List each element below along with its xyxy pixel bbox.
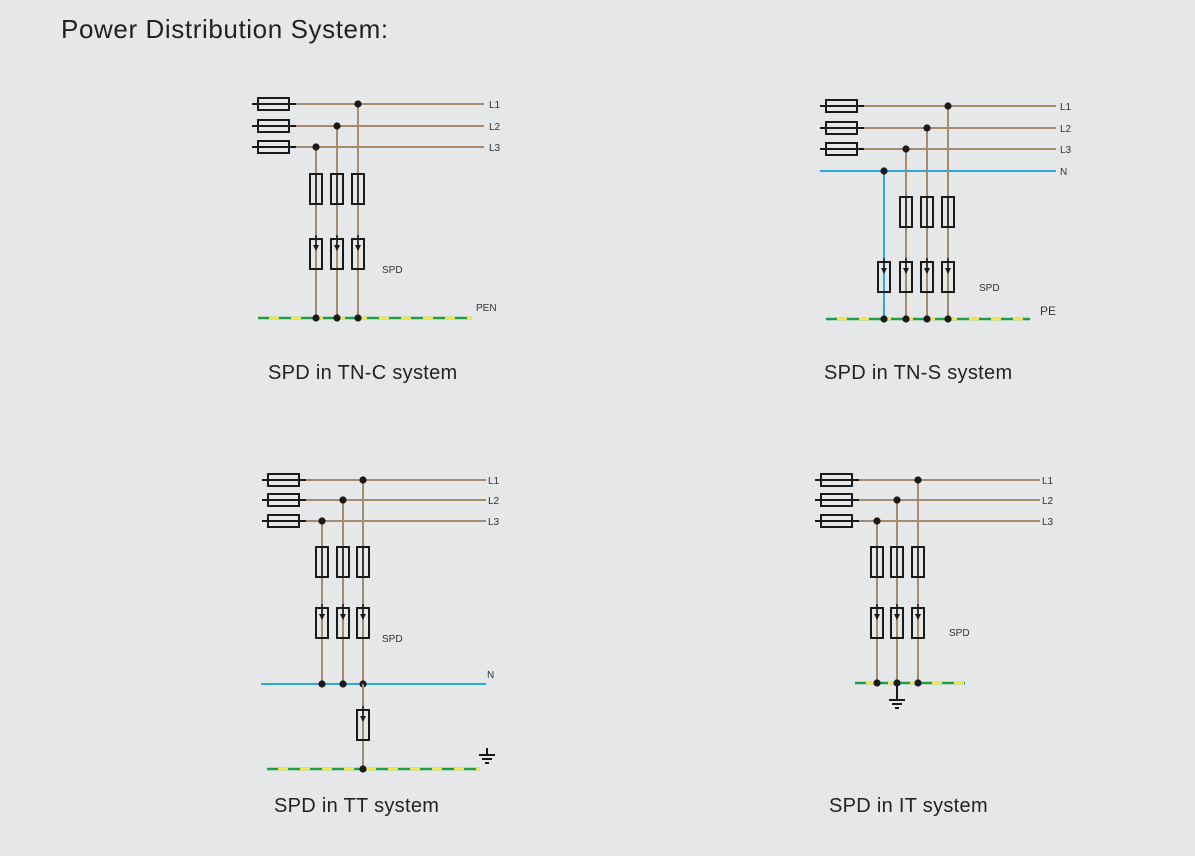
- spd-label: SPD: [382, 265, 403, 276]
- spd-label: SPD: [382, 634, 403, 645]
- junction-dot: [880, 315, 888, 323]
- caption-it: SPD in IT system: [829, 795, 988, 817]
- fuse-icon: [267, 473, 300, 487]
- junction-dot: [902, 315, 910, 323]
- spd-arrow-icon: [360, 614, 366, 620]
- junction-dot: [944, 102, 952, 110]
- junction-dot: [359, 765, 367, 773]
- fuse-icon: [820, 514, 853, 528]
- phase-label: L2: [1060, 124, 1072, 135]
- caption-tn-c: SPD in TN-C system: [268, 362, 458, 384]
- fuse-icon: [825, 99, 858, 113]
- spd-arrow-icon: [903, 268, 909, 274]
- spd-arrow-icon: [894, 614, 900, 620]
- spd-arrow-icon: [915, 614, 921, 620]
- spd-arrow-icon: [313, 245, 319, 251]
- junction-dot: [354, 314, 362, 322]
- junction-dot: [333, 122, 341, 130]
- caption-tt: SPD in TT system: [274, 795, 440, 817]
- junction-dot: [944, 315, 952, 323]
- phase-label: L3: [488, 517, 500, 528]
- fuse-icon: [267, 493, 300, 507]
- spd-arrow-icon: [355, 245, 361, 251]
- junction-dot: [354, 100, 362, 108]
- junction-dot: [923, 124, 931, 132]
- neutral-label: N: [1060, 167, 1067, 178]
- spd-arrow-icon: [924, 268, 930, 274]
- spd-label: SPD: [949, 628, 970, 639]
- spd-arrow-icon: [319, 614, 325, 620]
- junction-dot: [902, 145, 910, 153]
- spd-label: SPD: [979, 283, 1000, 294]
- junction-dot: [923, 315, 931, 323]
- junction-dot: [339, 680, 347, 688]
- phase-label: L2: [488, 496, 500, 507]
- phase-label: L2: [489, 122, 501, 133]
- junction-dot: [312, 143, 320, 151]
- spd-arrow-icon: [881, 268, 887, 274]
- phase-label: L3: [1042, 517, 1054, 528]
- fuse-icon: [257, 119, 290, 133]
- junction-dot: [359, 476, 367, 484]
- earth-label: PE: [1040, 304, 1056, 318]
- junction-dot: [880, 167, 888, 175]
- fuse-icon: [257, 140, 290, 154]
- fuse-icon: [267, 514, 300, 528]
- phase-label: L1: [1060, 102, 1072, 113]
- fuse-icon: [820, 473, 853, 487]
- junction-dot: [318, 680, 326, 688]
- fuse-icon: [825, 121, 858, 135]
- caption-tn-s: SPD in TN-S system: [824, 362, 1013, 384]
- junction-dot: [914, 679, 922, 687]
- junction-dot: [312, 314, 320, 322]
- phase-label: L1: [488, 476, 500, 487]
- junction-dot: [339, 496, 347, 504]
- phase-label: L3: [489, 143, 501, 154]
- phase-label: L3: [1060, 145, 1072, 156]
- spd-arrow-icon: [945, 268, 951, 274]
- phase-label: L1: [489, 100, 501, 111]
- spd-arrow-icon: [340, 614, 346, 620]
- junction-dot: [333, 314, 341, 322]
- spd-arrow-icon: [334, 245, 340, 251]
- phase-label: L2: [1042, 496, 1054, 507]
- junction-dot: [873, 517, 881, 525]
- junction-dot: [873, 679, 881, 687]
- phase-label: L1: [1042, 476, 1054, 487]
- fuse-icon: [825, 142, 858, 156]
- fuse-icon: [820, 493, 853, 507]
- spd-arrow-icon: [360, 716, 366, 722]
- fuse-icon: [257, 97, 290, 111]
- spd-arrow-icon: [874, 614, 880, 620]
- junction-dot: [318, 517, 326, 525]
- junction-dot: [893, 496, 901, 504]
- neutral-label: N: [487, 670, 494, 681]
- page-title: Power Distribution System:: [61, 14, 389, 44]
- junction-dot: [914, 476, 922, 484]
- earth-label: PEN: [476, 303, 497, 314]
